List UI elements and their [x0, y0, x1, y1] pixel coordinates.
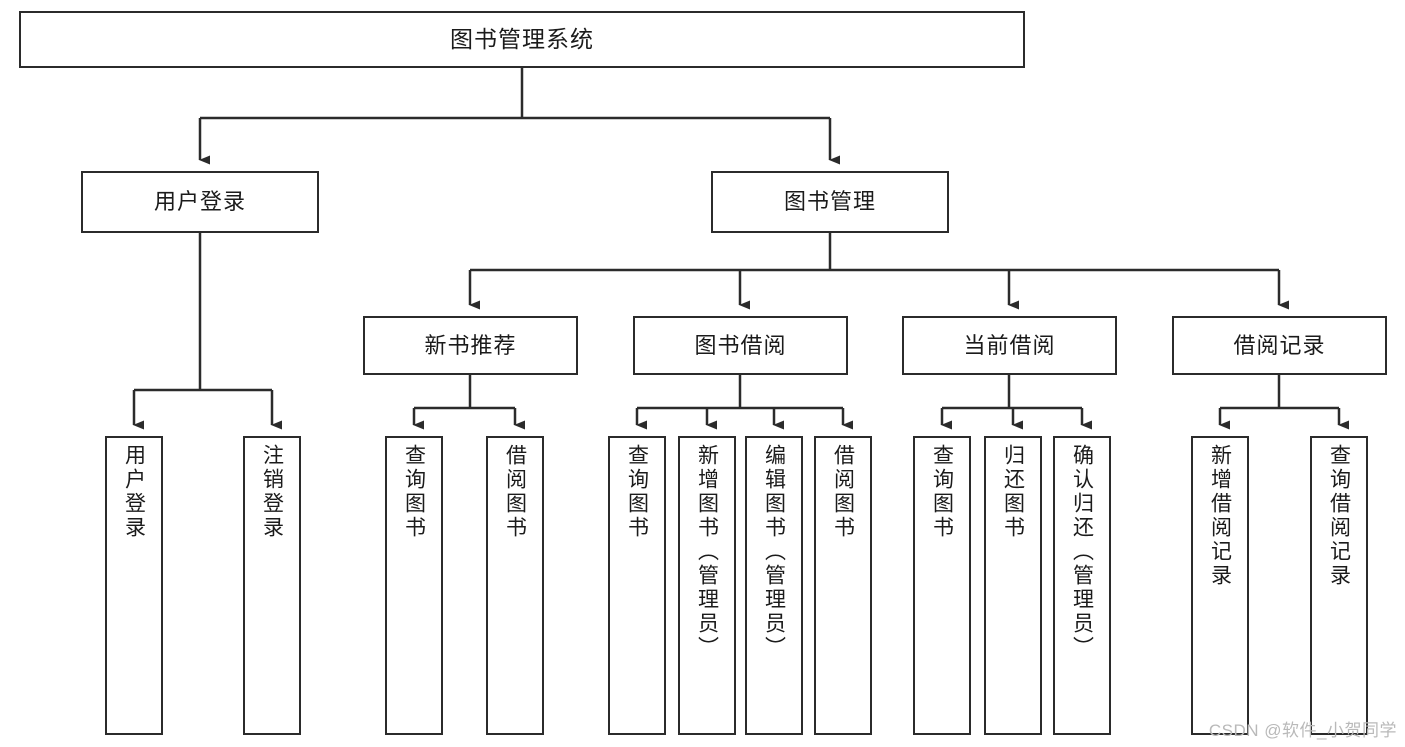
node-label: 查询借阅记录	[1327, 444, 1351, 588]
node-leaf-borrow-book-2[interactable]: 借阅图书	[814, 436, 872, 735]
node-leaf-query-book-1[interactable]: 查询图书	[385, 436, 443, 735]
node-label: 归还图书	[1001, 444, 1025, 540]
csdn-watermark: CSDN @软件_小贺同学	[1208, 721, 1397, 740]
node-new-book-rec[interactable]: 新书推荐	[363, 316, 578, 375]
node-leaf-user-login[interactable]: 用户登录	[105, 436, 163, 735]
node-label: 借阅图书	[831, 444, 855, 540]
node-leaf-add-record[interactable]: 新增借阅记录	[1191, 436, 1249, 735]
node-user-login[interactable]: 用户登录	[81, 171, 319, 233]
node-label: 注销登录	[260, 444, 284, 540]
node-label: 图书借阅	[694, 332, 787, 358]
node-current-borrow[interactable]: 当前借阅	[902, 316, 1117, 375]
node-label: 查询图书	[930, 444, 954, 540]
node-label: 编辑图书（管理员）	[762, 444, 786, 660]
node-label: 用户登录	[153, 189, 246, 215]
node-leaf-borrow-book-1[interactable]: 借阅图书	[486, 436, 544, 735]
node-leaf-add-book[interactable]: 新增图书（管理员）	[678, 436, 736, 735]
node-label: 新书推荐	[424, 332, 517, 358]
node-leaf-query-book-2[interactable]: 查询图书	[608, 436, 666, 735]
node-label: 用户登录	[122, 444, 146, 540]
node-label: 图书管理系统	[450, 26, 594, 53]
node-root[interactable]: 图书管理系统	[19, 11, 1025, 68]
node-label: 图书管理	[783, 189, 876, 215]
node-leaf-logout[interactable]: 注销登录	[243, 436, 301, 735]
node-leaf-query-record[interactable]: 查询借阅记录	[1310, 436, 1368, 735]
node-label: 借阅记录	[1233, 332, 1326, 358]
node-label: 查询图书	[625, 444, 649, 540]
node-leaf-query-book-3[interactable]: 查询图书	[913, 436, 971, 735]
node-leaf-edit-book[interactable]: 编辑图书（管理员）	[745, 436, 803, 735]
node-book-manage[interactable]: 图书管理	[711, 171, 949, 233]
node-leaf-return-book[interactable]: 归还图书	[984, 436, 1042, 735]
node-label: 当前借阅	[963, 332, 1056, 358]
node-label: 新增借阅记录	[1208, 444, 1232, 588]
node-label: 确认归还（管理员）	[1070, 444, 1094, 660]
node-book-borrow[interactable]: 图书借阅	[633, 316, 848, 375]
node-label: 借阅图书	[503, 444, 527, 540]
node-borrow-record[interactable]: 借阅记录	[1172, 316, 1387, 375]
node-leaf-confirm-return[interactable]: 确认归还（管理员）	[1053, 436, 1111, 735]
node-label: 新增图书（管理员）	[695, 444, 719, 660]
node-label: 查询图书	[402, 444, 426, 540]
